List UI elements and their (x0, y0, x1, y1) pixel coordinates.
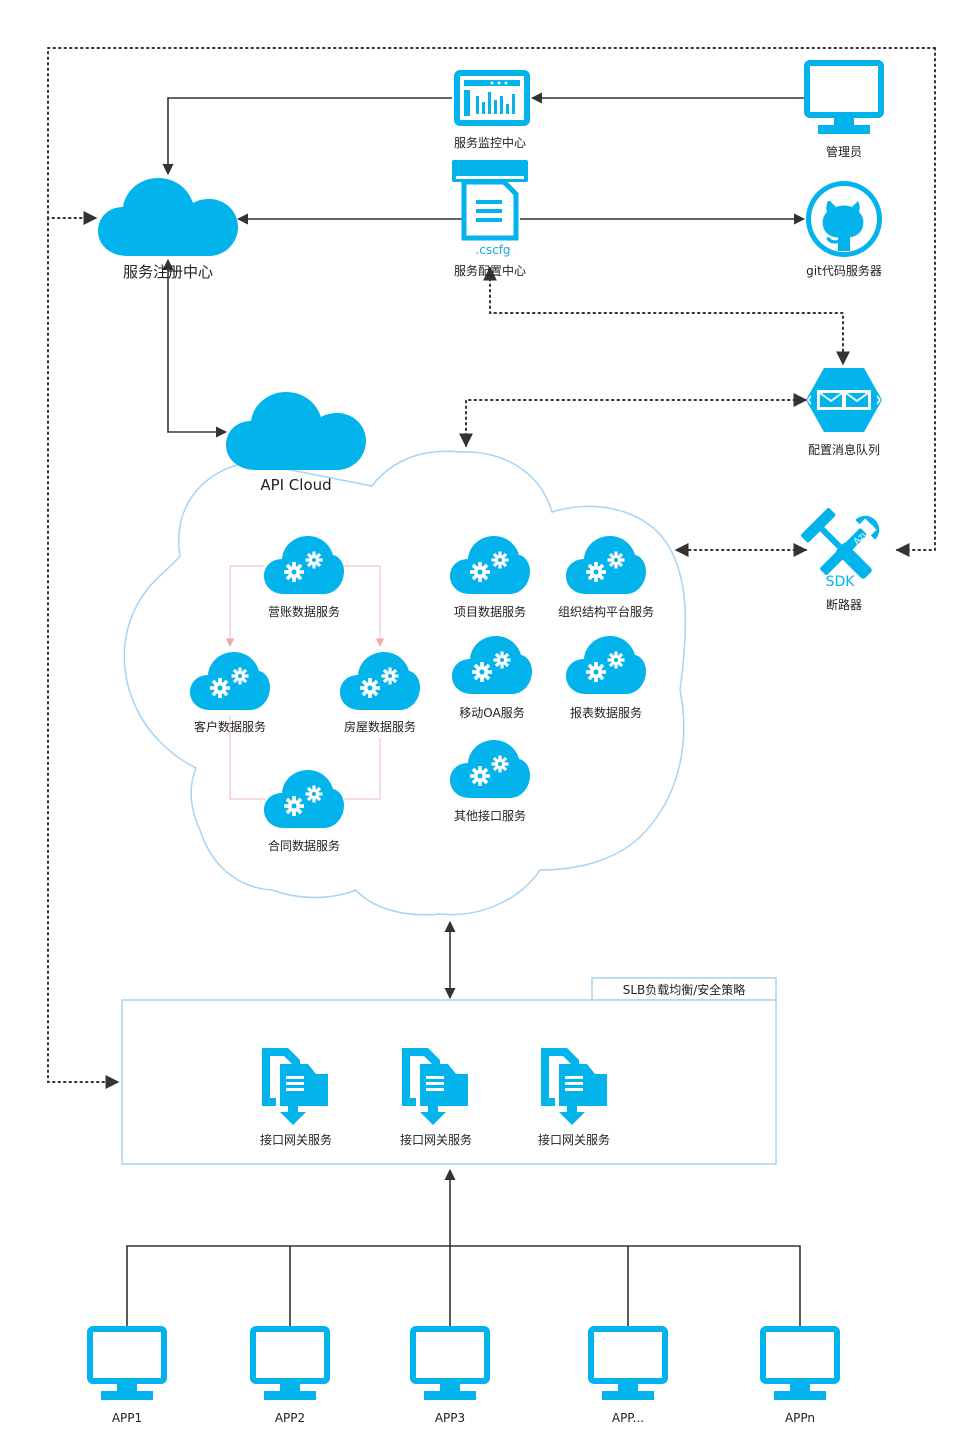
customer-service-label: 客户数据服务 (194, 719, 266, 734)
org-service-label: 组织结构平台服务 (558, 604, 654, 619)
app-ellipsis-label: APP... (612, 1411, 644, 1425)
appn-monitor-icon (763, 1329, 837, 1400)
mobile-oa-service-icon (452, 636, 532, 694)
app1-label: APP1 (112, 1411, 142, 1425)
config-file-label: .cscfg (475, 243, 510, 257)
api-cloud-boundary (123, 450, 687, 916)
billing-service-label: 营账数据服务 (268, 604, 340, 619)
gateway-label-1: 接口网关服务 (260, 1132, 332, 1147)
report-service-icon (566, 636, 646, 694)
git-label: git代码服务器 (806, 263, 882, 278)
report-service-label: 报表数据服务 (570, 705, 642, 720)
breaker-label: 断路器 (826, 597, 862, 612)
other-service-icon (450, 740, 530, 798)
contract-service-icon (264, 770, 344, 828)
billing-service-icon (264, 536, 344, 594)
registry-cloud-icon (98, 178, 238, 256)
wrench-screwdriver-icon (800, 507, 880, 579)
monitoring-dashboard-icon (454, 70, 530, 126)
contract-service-label: 合同数据服务 (268, 838, 340, 853)
org-service-icon (566, 536, 646, 594)
api-cloud-icon (226, 392, 366, 470)
slb-label: SLB负载均衡/安全策略 (623, 982, 746, 997)
registry-label: 服务注册中心 (123, 263, 213, 281)
app3-monitor-icon (413, 1329, 487, 1400)
admin-monitor-icon (807, 63, 881, 134)
admin-label: 管理员 (826, 144, 862, 159)
house-service-label: 房屋数据服务 (344, 719, 416, 734)
project-service-icon (450, 536, 530, 594)
customer-service-icon (190, 652, 270, 710)
project-service-label: 项目数据服务 (454, 604, 526, 619)
service-relations (225, 565, 385, 800)
monitor-label: 服务监控中心 (454, 135, 526, 150)
api-cloud-label: API Cloud (260, 476, 331, 494)
other-service-label: 其他接口服务 (454, 808, 526, 823)
config-center-label: 服务配置中心 (454, 263, 526, 278)
connectors (47, 47, 936, 1330)
github-icon (806, 181, 882, 257)
message-queue-icon (806, 368, 882, 432)
house-service-icon (340, 652, 420, 710)
app2-label: APP2 (275, 1411, 305, 1425)
mobile-oa-service-label: 移动OA服务 (459, 705, 524, 720)
gateway-label-3: 接口网关服务 (538, 1132, 610, 1147)
app1-monitor-icon (90, 1329, 164, 1400)
sdk-text: SDK (826, 574, 856, 590)
appn-label: APPn (785, 1411, 815, 1425)
config-file-icon (452, 160, 528, 241)
app2-monitor-icon (253, 1329, 327, 1400)
gateway-label-2: 接口网关服务 (400, 1132, 472, 1147)
app-ellipsis-monitor-icon (591, 1329, 665, 1400)
mq-label: 配置消息队列 (808, 442, 880, 457)
app3-label: APP3 (435, 1411, 465, 1425)
